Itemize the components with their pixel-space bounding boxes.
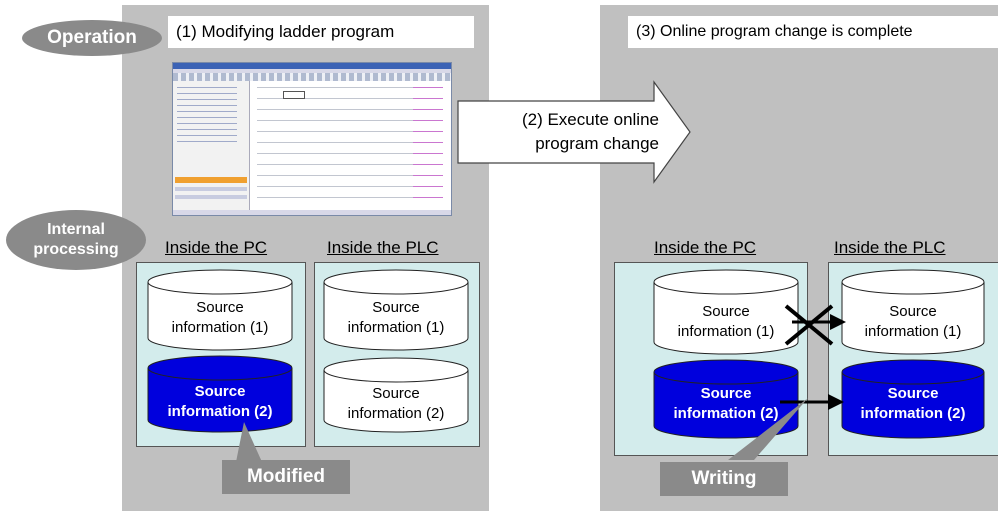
step1-title: (1) Modifying ladder program (168, 16, 474, 48)
right-plc-top-line1: Source (889, 303, 937, 320)
left-plc-title: Inside the PLC (327, 238, 439, 257)
left-plc-top-line2: information (1) (347, 319, 445, 336)
internal-processing-pill: Internal processing (6, 210, 146, 270)
right-plc-cylinder-2 (841, 359, 985, 439)
left-pc-cylinder-2 (147, 355, 293, 433)
left-plc-top-line1: Source (372, 299, 420, 316)
left-plc-bottom-line2: information (2) (347, 405, 445, 422)
step2-line1: (2) Execute online (521, 110, 659, 129)
right-pc-bottom-line1: Source (700, 385, 752, 402)
right-pc-cylinder-2 (653, 359, 799, 439)
step2-label: (2) Execute online program change (464, 108, 659, 156)
writing-callout-tail (728, 398, 808, 460)
step3-text: (3) Online program change is complete (636, 23, 913, 40)
modified-callout-tail (236, 422, 262, 462)
right-pc-cylinder-1 (653, 269, 799, 355)
right-plc-bottom-line1: Source (887, 385, 939, 402)
right-plc-top-line2: information (1) (864, 323, 962, 340)
left-plc-bottom-line1: Source (372, 385, 420, 402)
blocked-transfer-arrow (784, 304, 846, 346)
left-plc-cylinder-2 (323, 357, 469, 433)
left-pc-title: Inside the PC (165, 238, 268, 257)
right-pc-top-line2: information (1) (677, 323, 775, 340)
right-pc-title: Inside the PC (654, 238, 757, 257)
right-pc-top-line1: Source (702, 303, 750, 320)
right-pc-bottom-line2: information (2) (673, 405, 779, 422)
left-pc-bottom-line2: information (2) (167, 403, 273, 420)
writing-transfer-arrow (780, 394, 844, 410)
ladder-program-screenshot (172, 62, 452, 216)
left-pc-bottom-line1: Source (194, 383, 246, 400)
left-pc-cylinder-1 (147, 269, 293, 351)
modified-callout-text: Modified (246, 466, 326, 487)
internal-processing-label: Internal processing (33, 221, 119, 258)
writing-callout: Writing (660, 462, 788, 496)
step1-text: (1) Modifying ladder program (176, 22, 395, 41)
left-plc-cylinder-1 (323, 269, 469, 351)
operation-pill: Operation (22, 20, 162, 56)
right-plc-title: Inside the PLC (834, 238, 946, 257)
left-pc-top-line1: Source (196, 299, 244, 316)
modified-callout: Modified (222, 460, 350, 494)
left-pc-top-line2: information (1) (171, 319, 269, 336)
step3-title: (3) Online program change is complete (628, 16, 998, 48)
step2-line2: program change (535, 134, 659, 153)
writing-callout-text: Writing (691, 468, 757, 489)
operation-label: Operation (47, 27, 137, 48)
right-plc-cylinder-1 (841, 269, 985, 355)
right-plc-bottom-line2: information (2) (860, 405, 966, 422)
